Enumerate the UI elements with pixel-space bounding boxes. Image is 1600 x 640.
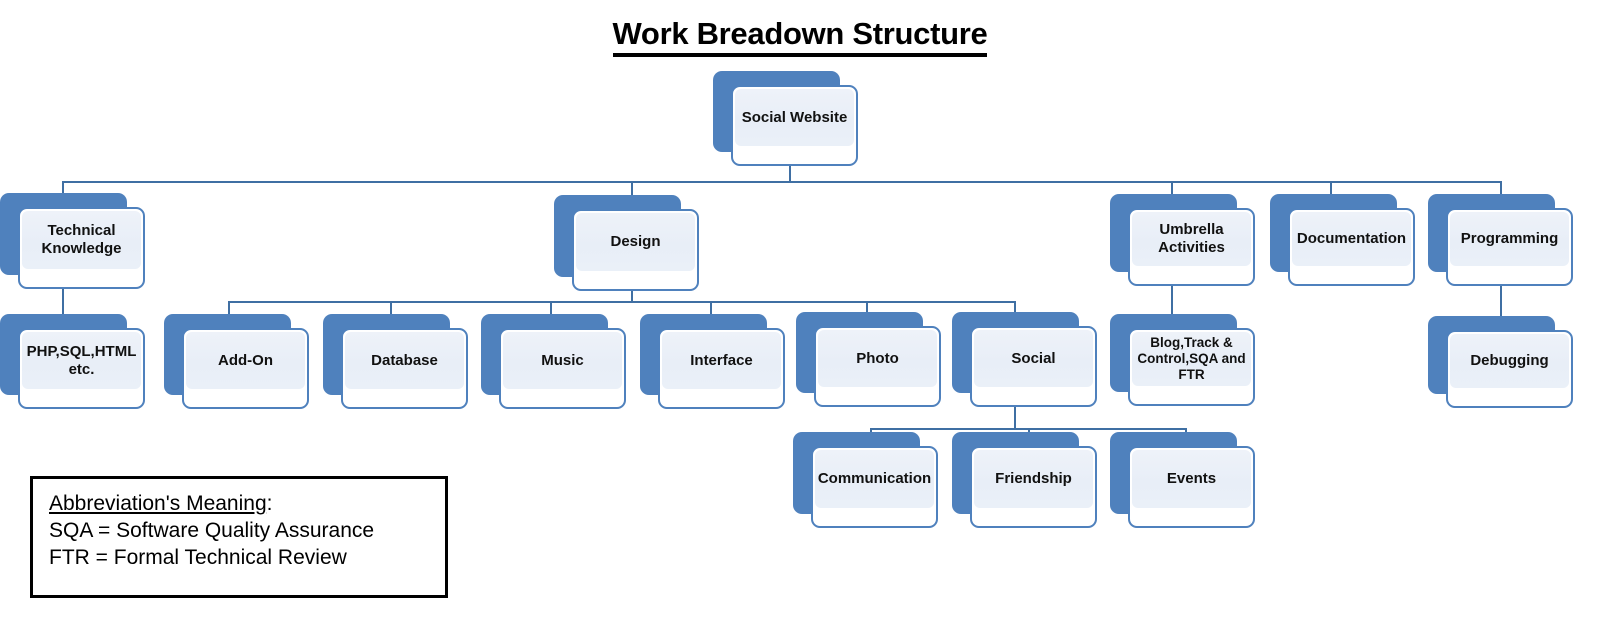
node-friendship[interactable]: Friendship <box>952 432 1097 528</box>
node-technical-knowledge[interactable]: Technical Knowledge <box>0 193 145 289</box>
page-title-text: Work Breadown Structure <box>612 16 988 57</box>
legend-heading: Abbreviation's Meaning: <box>49 491 445 518</box>
node-umbrella-activities[interactable]: Umbrella Activities <box>1110 194 1255 286</box>
node-label: Technical Knowledge <box>41 222 122 257</box>
node-design[interactable]: Design <box>554 195 699 291</box>
node-label: Programming <box>1460 230 1559 248</box>
node-inner: Database <box>345 332 464 389</box>
node-inner: Blog,Track & Control,SQA and FTR <box>1132 332 1251 386</box>
connector-drop-social <box>1014 301 1016 318</box>
connector-drop-design <box>631 181 633 200</box>
connector-design-bus <box>228 301 1016 303</box>
node-label: Database <box>371 351 438 369</box>
node-label: Social <box>1011 349 1056 367</box>
node-inner: Interface <box>662 332 781 389</box>
node-label: Design <box>610 233 661 251</box>
connector-programming-to-debugging <box>1500 284 1502 318</box>
node-card: Interface <box>658 328 785 409</box>
node-label: Interface <box>690 351 753 369</box>
node-programming[interactable]: Programming <box>1428 194 1573 286</box>
legend-heading-text: Abbreviation's Meaning <box>49 492 267 515</box>
connector-design-drop <box>631 282 633 302</box>
node-label: Events <box>1166 470 1217 488</box>
node-interface[interactable]: Interface <box>640 314 785 409</box>
node-card: Programming <box>1446 208 1573 286</box>
node-inner: Debugging <box>1450 334 1569 388</box>
node-label: Umbrella Activities <box>1158 221 1225 256</box>
node-photo[interactable]: Photo <box>796 312 941 407</box>
node-music[interactable]: Music <box>481 314 626 409</box>
node-card: Music <box>499 328 626 409</box>
node-card: Database <box>341 328 468 409</box>
node-card: Umbrella Activities <box>1128 208 1255 286</box>
node-php-sql-html[interactable]: PHP,SQL,HTML etc. <box>0 314 145 409</box>
node-inner: Photo <box>818 330 937 387</box>
node-label: Friendship <box>995 470 1072 488</box>
node-card: Documentation <box>1288 208 1415 286</box>
node-label: Documentation <box>1296 230 1407 248</box>
legend-line-sqa: SQA = Software Quality Assurance <box>49 518 375 542</box>
connector-drop-programming <box>1500 181 1502 200</box>
node-inner: Events <box>1132 450 1251 508</box>
node-card: Blog,Track & Control,SQA and FTR <box>1128 328 1255 406</box>
connector-drop-technical-knowledge <box>62 181 64 200</box>
node-inner: PHP,SQL,HTML etc. <box>22 332 141 389</box>
node-social-website[interactable]: Social Website <box>713 71 858 166</box>
connector-level1-bus <box>62 181 1501 183</box>
legend-line-ftr: FTR = Formal Technical Review <box>49 545 347 569</box>
connector-drop-umbrella-activities <box>1171 181 1173 200</box>
node-inner: Friendship <box>974 450 1093 508</box>
node-social[interactable]: Social <box>952 312 1097 407</box>
page-title: Work Breadown Structure <box>0 16 1600 57</box>
node-card: Social <box>970 326 1097 407</box>
connector-umbrella-to-blog <box>1171 276 1173 318</box>
node-label: Social Website <box>741 108 848 126</box>
node-label: PHP,SQL,HTML etc. <box>26 342 137 378</box>
node-blog-track-control[interactable]: Blog,Track & Control,SQA and FTR <box>1110 314 1255 406</box>
node-inner: Technical Knowledge <box>22 211 141 269</box>
node-label: Music <box>541 351 584 369</box>
node-add-on[interactable]: Add-On <box>164 314 309 409</box>
node-card: Photo <box>814 326 941 407</box>
node-label: Add-On <box>218 351 273 369</box>
node-inner: Programming <box>1450 212 1569 266</box>
node-card: Design <box>572 209 699 291</box>
node-card: Communication <box>811 446 938 528</box>
connector-drop-interface <box>710 301 712 318</box>
node-card: Events <box>1128 446 1255 528</box>
node-communication[interactable]: Communication <box>793 432 938 528</box>
connector-drop-add-on <box>228 301 230 318</box>
node-events[interactable]: Events <box>1110 432 1255 528</box>
connector-drop-database <box>390 301 392 318</box>
abbreviations-legend: Abbreviation's Meaning: SQA = Software Q… <box>30 476 448 598</box>
node-label: Communication <box>817 470 932 488</box>
node-inner: Communication <box>815 450 934 508</box>
node-documentation[interactable]: Documentation <box>1270 194 1415 286</box>
node-inner: Documentation <box>1292 212 1411 266</box>
connector-technical-knowledge-to-php <box>62 282 64 318</box>
node-label: Debugging <box>1470 352 1549 370</box>
node-inner: Music <box>503 332 622 389</box>
node-inner: Design <box>576 213 695 271</box>
connector-root-drop <box>789 160 791 182</box>
node-card: PHP,SQL,HTML etc. <box>18 328 145 409</box>
node-inner: Add-On <box>186 332 305 389</box>
node-card: Social Website <box>731 85 858 166</box>
connector-drop-documentation <box>1330 181 1332 200</box>
node-card: Add-On <box>182 328 309 409</box>
node-card: Debugging <box>1446 330 1573 408</box>
legend-heading-suffix: : <box>266 492 273 515</box>
node-inner: Umbrella Activities <box>1132 212 1251 266</box>
node-card: Technical Knowledge <box>18 207 145 289</box>
node-inner: Social Website <box>735 89 854 146</box>
connector-drop-photo <box>866 301 868 318</box>
node-card: Friendship <box>970 446 1097 528</box>
node-inner: Social <box>974 330 1093 387</box>
connector-drop-music <box>550 301 552 318</box>
node-label: Blog,Track & Control,SQA and FTR <box>1137 335 1246 382</box>
connector-social-drop <box>1014 402 1016 429</box>
node-label: Photo <box>856 349 899 367</box>
node-debugging[interactable]: Debugging <box>1428 316 1573 408</box>
node-database[interactable]: Database <box>323 314 468 409</box>
